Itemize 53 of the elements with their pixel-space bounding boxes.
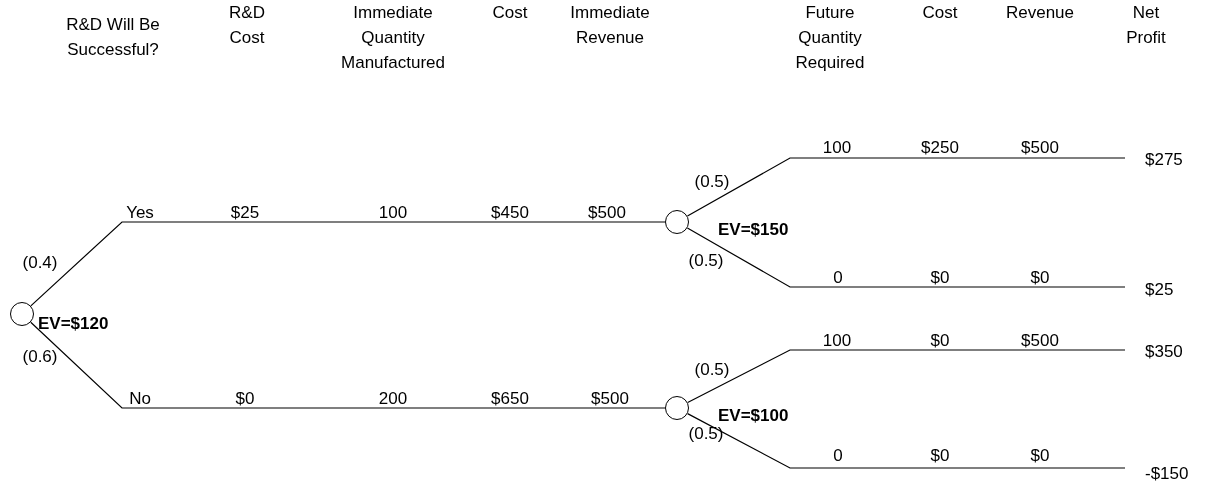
column-header: Revenue [1005,1,1075,24]
expected-value-label: EV=$120 [38,314,109,334]
column-header: R&D Cost [228,2,266,49]
branch-value: $0 [930,266,950,289]
branch-value: $500 [591,387,629,410]
branch-value: $500 [1021,329,1059,352]
probability-label: (0.5) [688,249,724,272]
branch-value: Yes [126,201,154,224]
branch-value: $500 [588,201,626,224]
branch-line [687,413,1126,469]
branch-line [686,157,1126,217]
branch-value: 100 [822,136,852,159]
branch-value: 0 [833,444,843,467]
chance-node-circle [665,396,689,420]
branch-line [687,349,1126,404]
branch-line [30,221,666,307]
probability-label: (0.5) [688,423,724,445]
column-header: Net Profit [1125,2,1167,49]
net-profit-value: $275 [1125,149,1183,171]
branch-value: $0 [1030,266,1050,289]
branch-value: 200 [378,387,408,410]
branch-value: 100 [822,329,852,352]
branch-value: 0 [833,266,843,289]
branch-value: $500 [1021,136,1059,159]
branch-line [686,227,1126,288]
net-profit-value: $350 [1125,341,1183,363]
chance-node-circle [665,210,689,234]
branch-value: $0 [930,329,950,352]
column-header: Immediate Quantity Manufactured [340,1,446,74]
probability-label: (0.5) [694,170,730,193]
net-profit-value: -$150 [1125,463,1189,485]
branch-value: 100 [378,201,408,224]
probability-label: (0.6) [22,345,58,368]
expected-value-label: EV=$150 [718,220,789,240]
branch-value: $250 [921,136,959,159]
branch-value: $25 [230,201,260,224]
chance-node-circle [10,302,34,326]
column-header: Future Quantity Required [794,1,866,74]
branch-value: $0 [235,387,255,410]
branch-value: $0 [930,444,950,467]
branch-value: $0 [1030,444,1050,467]
branch-value: $650 [491,387,529,410]
expected-value-label: EV=$100 [718,406,789,426]
column-header: R&D Will Be Successful? [65,14,161,61]
net-profit-value: $25 [1125,279,1174,301]
probability-label: (0.4) [22,251,58,274]
branch-line [30,321,666,409]
column-header: Immediate Revenue [569,2,651,49]
column-header: Cost [492,1,528,24]
branch-value: No [129,387,151,410]
branch-value: $450 [491,201,529,224]
column-header: Cost [922,1,958,24]
probability-label: (0.5) [694,358,730,381]
